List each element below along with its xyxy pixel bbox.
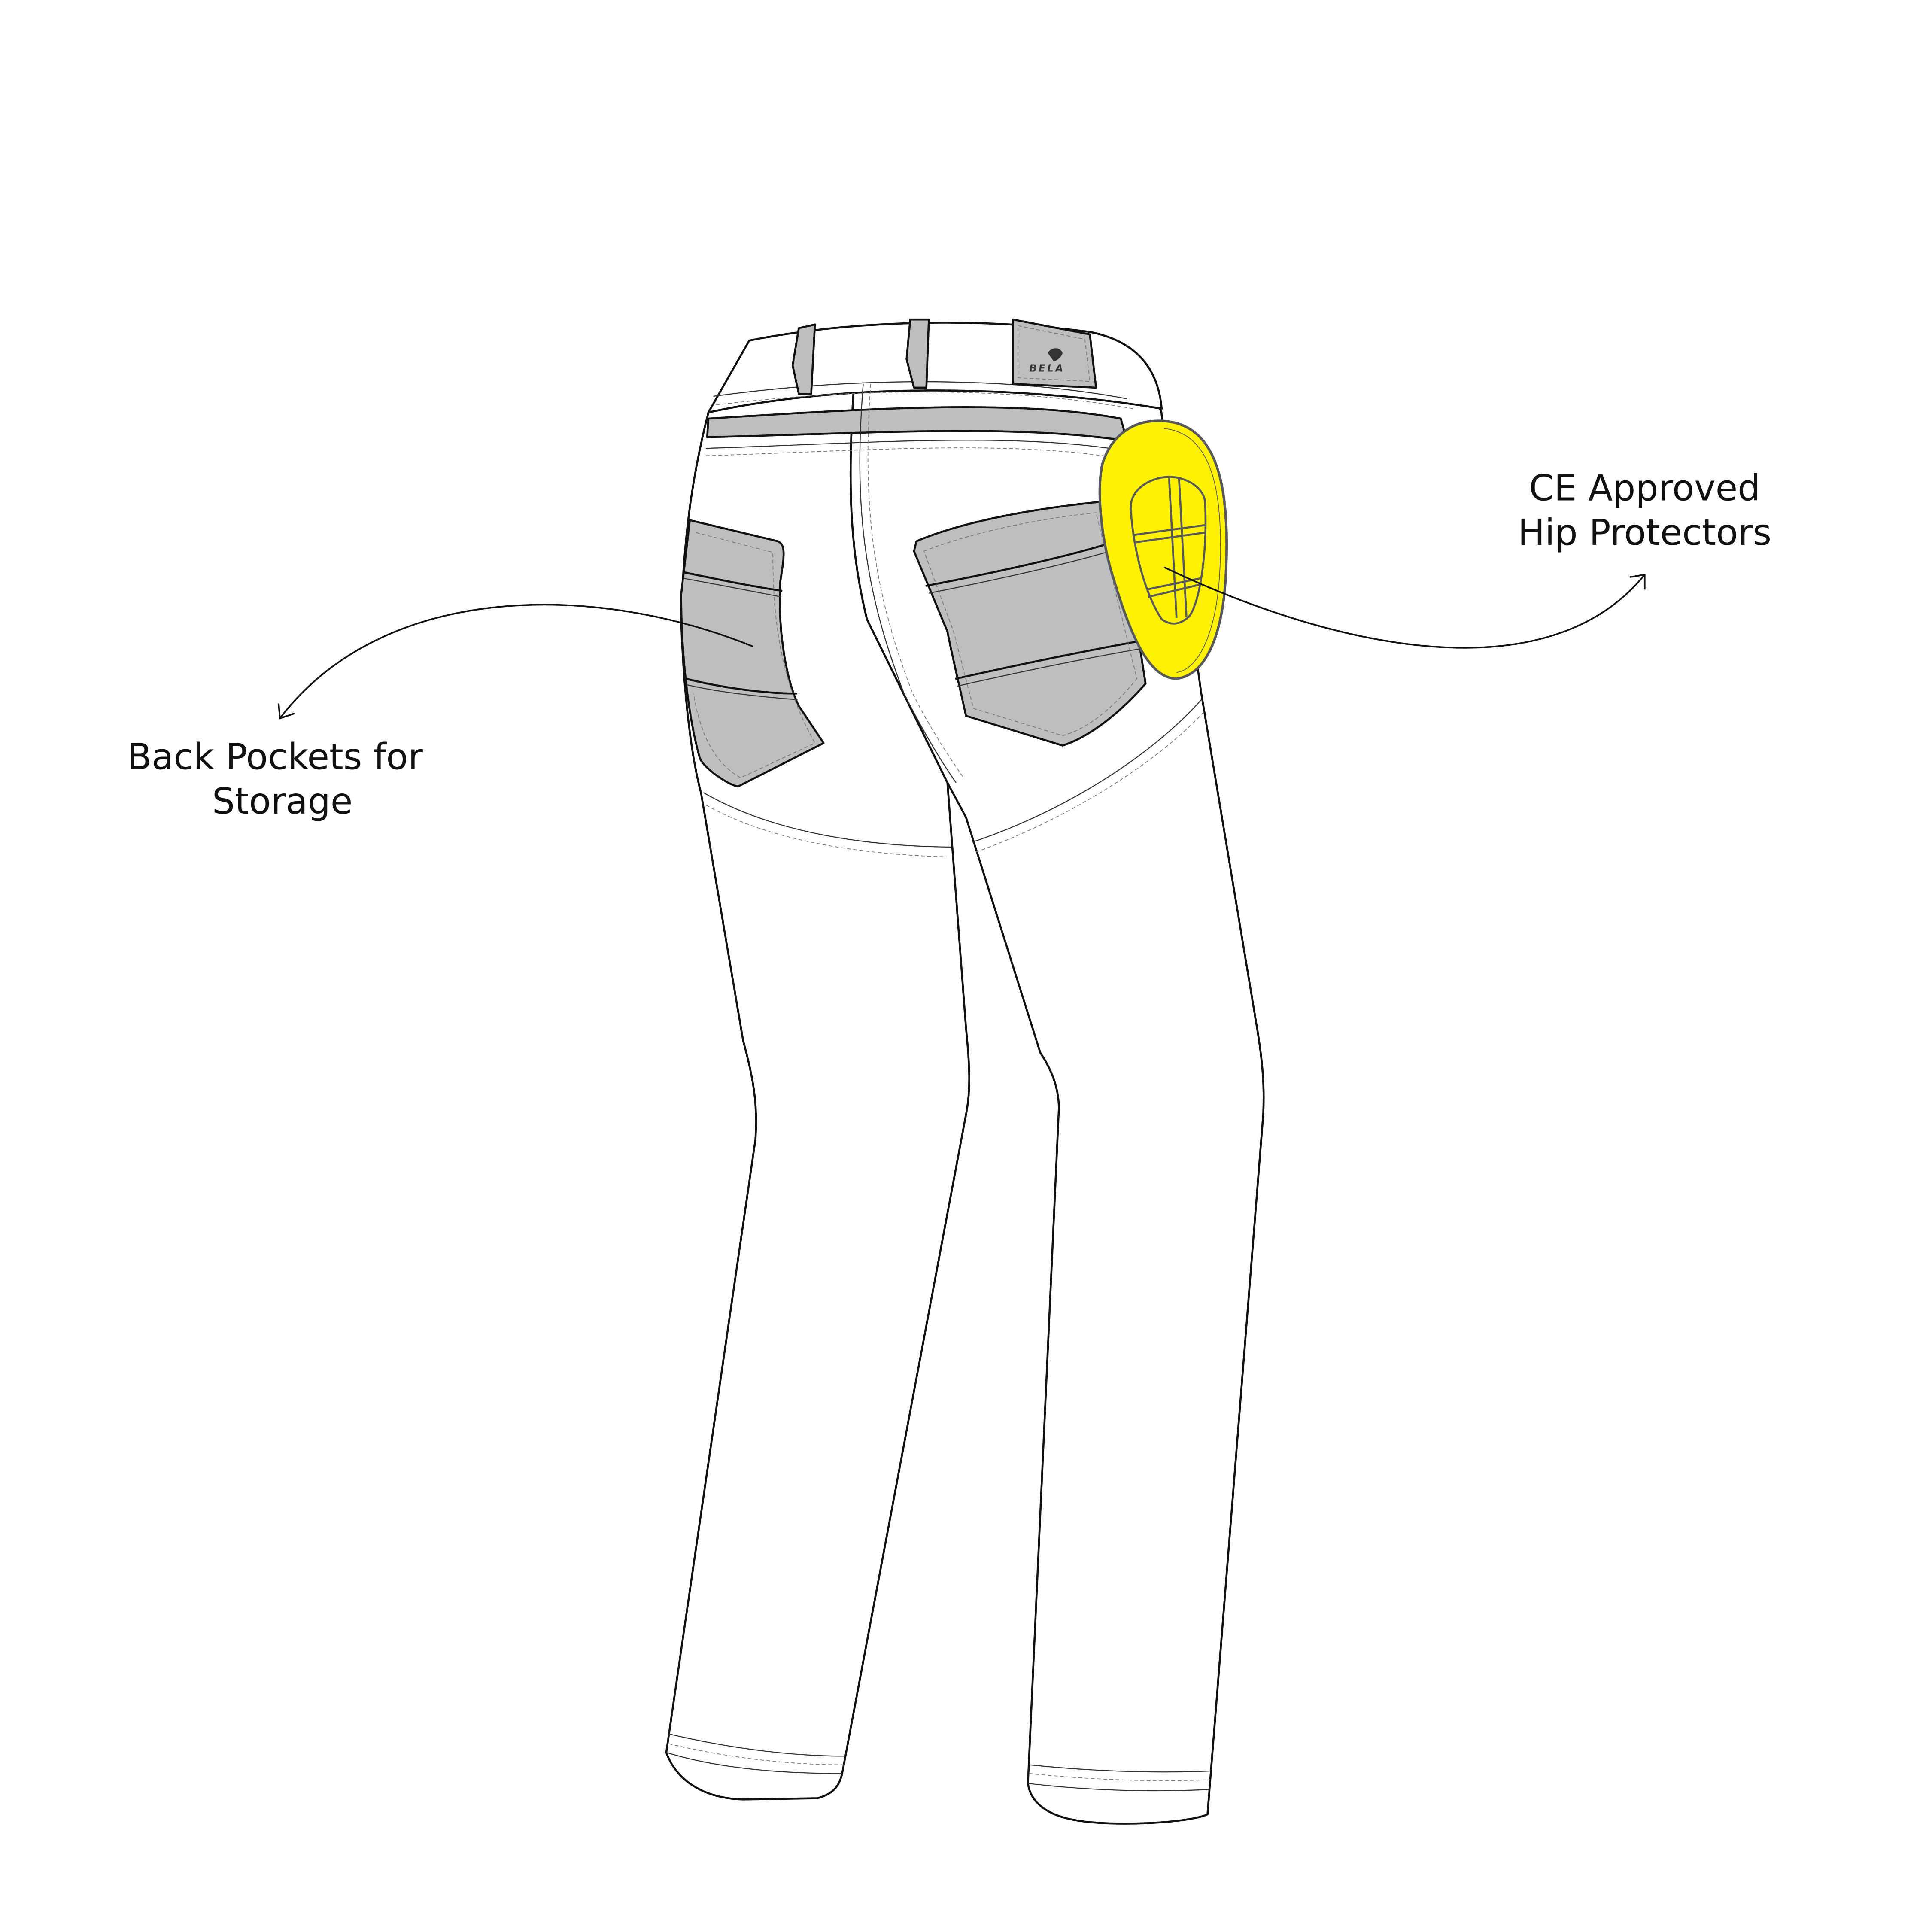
hip-callout-arrow bbox=[1163, 566, 1646, 649]
hip-label-line2: Hip Protectors bbox=[1518, 511, 1771, 553]
left-hem-seam bbox=[668, 1733, 845, 1757]
pockets-label-line1: Back Pockets for bbox=[127, 735, 423, 778]
brand-tag: BELA bbox=[1012, 318, 1097, 389]
hip-protector bbox=[1098, 419, 1228, 680]
right-back-pocket bbox=[913, 500, 1147, 747]
belt-loop bbox=[791, 323, 816, 395]
pockets-callout-arrow bbox=[278, 604, 753, 720]
belt-loop bbox=[905, 318, 930, 389]
left-back-pocket bbox=[680, 519, 825, 788]
hip-label-line1: CE Approved bbox=[1529, 467, 1760, 509]
pockets-label-line2: Storage bbox=[212, 780, 352, 822]
brand-logo-icon bbox=[1048, 348, 1063, 362]
right-hem-seam bbox=[1029, 1764, 1212, 1773]
brand-logo-text: BELA bbox=[1029, 363, 1065, 374]
